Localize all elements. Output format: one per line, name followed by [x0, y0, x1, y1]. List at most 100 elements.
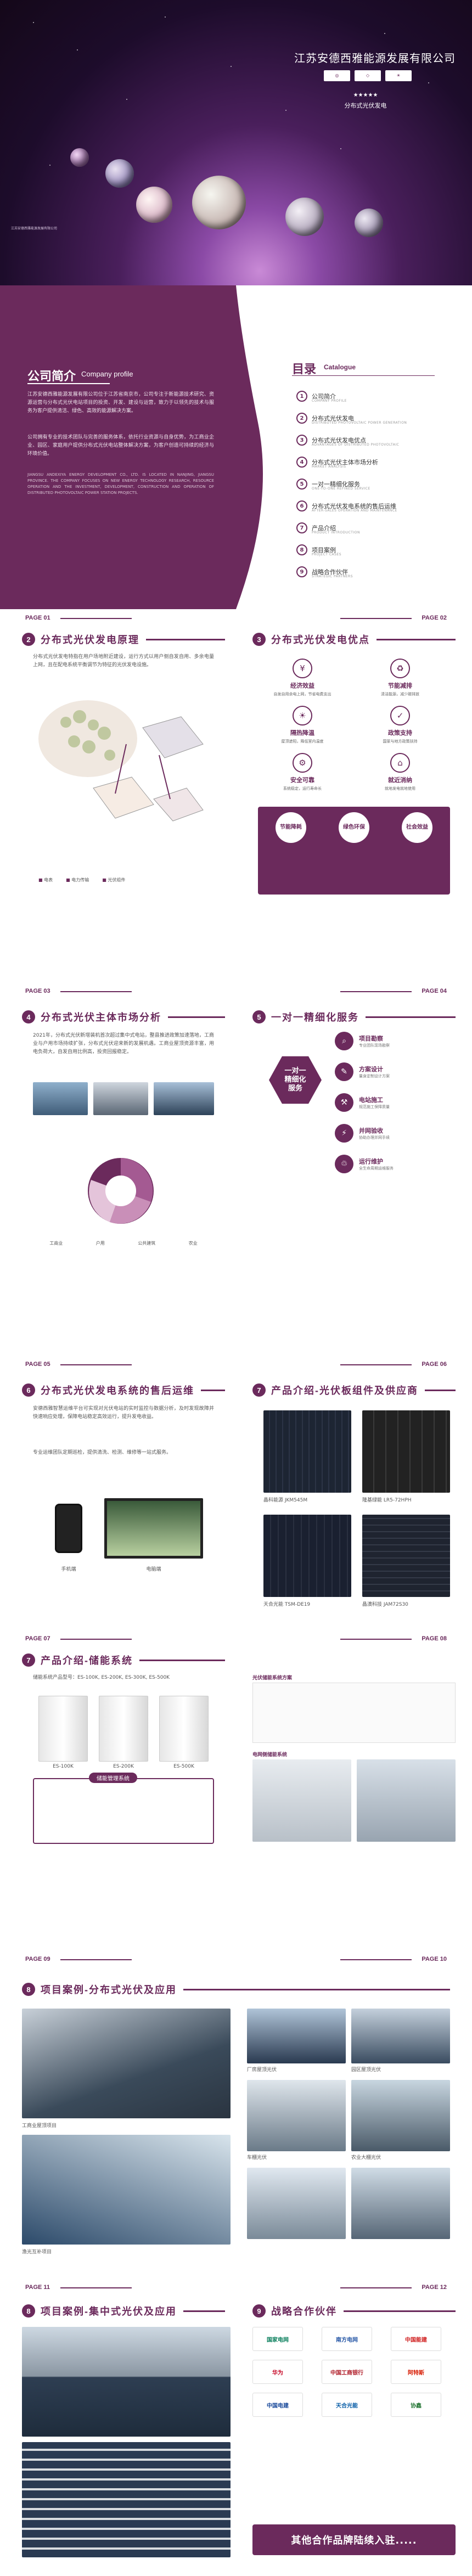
advantage-icon: ⌂ [390, 753, 410, 773]
partner-logo: 华为 [252, 2360, 303, 2384]
advantage-icon: ♻ [390, 659, 410, 678]
planet-medium [136, 187, 172, 223]
rating-stars: ★★★★★ [353, 92, 378, 98]
page-bar-2: PAGE 03 PAGE 04 [0, 987, 472, 997]
toc-label: 一对一精细化服务 [312, 481, 360, 488]
storage-diagram-title-2: 电网侧储能系统 [252, 1752, 288, 1758]
storage-text: 储能系统产品型号：ES-100K, ES-200K, ES-300K, ES-5… [33, 1675, 170, 1680]
page-number-right: PAGE 06 [422, 1361, 447, 1368]
service-title: 方案设计 [359, 1066, 383, 1073]
logo-1: ◎ [324, 70, 350, 81]
storage-label-3: ES-500K [173, 1764, 194, 1769]
toc-label: 项目案例 [312, 547, 336, 554]
service-title: 项目勘察 [359, 1035, 383, 1042]
service-title: 电站施工 [359, 1096, 383, 1104]
advantage-desc: 屋顶遮阳，降低室内温度 [281, 739, 324, 744]
toc-sub: ADVANTAGES OF DISTRIBUTED PHOTOVOLTAIC [312, 443, 400, 447]
toc-number: 5 [296, 479, 307, 490]
advantage-title: 政策支持 [388, 729, 412, 736]
storage-photo-1 [252, 1759, 351, 1842]
after-sales-text-2: 专业运维团队定期巡检，提供清洗、检测、维修等一站式服务。 [33, 1450, 172, 1455]
legend-transmission: ■ 电力传输 [66, 878, 89, 882]
case-photo-4 [351, 2009, 450, 2063]
case-caption-4: 园区屋顶光伏 [351, 2067, 381, 2073]
service-item: ⌕项目勘察专业团队现场勘察 [335, 1032, 390, 1050]
toc-sub: STRATEGIC PARTNERS [312, 575, 353, 578]
service-item: ⚒电站施工规范施工保障质量 [335, 1093, 390, 1112]
toc-number: 1 [296, 391, 307, 402]
toc-sub: MARKET ANALYSIS [312, 465, 346, 469]
case-caption-2: 渔光互补项目 [22, 2249, 52, 2255]
legend-meter: ■ 电表 [38, 878, 53, 882]
page-number-left: PAGE 05 [25, 1361, 50, 1368]
toc-sub: AFTER-SALES OPERATION AND MAINTENANCE [312, 509, 397, 513]
after-sales-text: 安德西雅智慧运维平台可实现对光伏电站的实时监控与数据分析，及时发现故障并快速响应… [33, 1406, 214, 1420]
market-photo-3 [154, 1082, 214, 1115]
adv-bottom-3: 社会效益 [395, 812, 439, 843]
advantages-grid: ¥经济效益自发自用余电上网，节省电费支出♻节能减排清洁能源，减少碳排放☀隔热降温… [258, 659, 450, 801]
cover-small-name: 江苏安德西雅能源发展有限公司 [11, 227, 58, 230]
case-caption-6: 农业大棚光伏 [351, 2155, 381, 2161]
principle-text: 分布式光伏发电特指在用户场地附近建设，运行方式以用户侧自发自用、多余电量上网，且… [33, 654, 214, 668]
storage-panel-title: 储能管理系统 [89, 1773, 137, 1783]
advantage-desc: 国家与地方政策扶持 [383, 739, 418, 744]
logo-2: ◇ [355, 70, 381, 81]
legend-pv: ■ 光伏组件 [102, 878, 126, 882]
partner-logo: 中国能建 [391, 2327, 441, 2351]
adv-bottom-1: 节能降耗 [269, 812, 313, 843]
partner-logo: 中国工商银行 [322, 2360, 372, 2384]
phone-caption: 手机端 [61, 1567, 76, 1572]
toc-label: 产品介绍 [312, 525, 336, 532]
toc-wave [236, 285, 472, 609]
company-name: 江苏安德西雅能源发展有限公司 [294, 53, 456, 65]
toc-label: 战略合作伙伴 [312, 569, 348, 576]
toc-number: 9 [296, 566, 307, 577]
pv-panel-2 [362, 1410, 450, 1493]
advantage-title: 就近消纳 [388, 777, 412, 784]
toc-label: 分布式光伏发电优点 [312, 437, 366, 444]
storage-label-1: ES-100K [53, 1764, 74, 1769]
partner-logo: 国家电网 [252, 2327, 303, 2351]
market-text: 2021年，分布式光伏新增装机首次超过集中式电站，整县推进政策加速落地，工商业与… [33, 1033, 214, 1055]
toc-label: 分布式光伏主体市场分析 [312, 459, 378, 466]
pv-panel-4 [362, 1515, 450, 1597]
about-title: 公司简介 [27, 369, 76, 383]
storage-photo-2 [357, 1759, 456, 1842]
advantage-card: ✓ 政策支持国家与地方政策扶持 [356, 706, 445, 751]
storage-panel: 储能管理系统 [33, 1773, 214, 1844]
pv-caption-2: 隆基绿能 LR5-72HPH [362, 1498, 412, 1503]
page-bar-4: PAGE 07 PAGE 08 [0, 1634, 472, 1644]
case-caption-3: 厂房屋顶光伏 [247, 2067, 277, 2073]
toc-number: 7 [296, 522, 307, 533]
advantage-card: ¥经济效益自发自用余电上网，节省电费支出 [258, 659, 347, 704]
partner-logo: 天合光能 [322, 2393, 372, 2417]
service-desc: 量身定制设计方案 [359, 1074, 390, 1078]
page-bar-5: PAGE 09 PAGE 10 [0, 1955, 472, 1965]
service-icon: ⌕ [335, 1032, 353, 1050]
service-icon: ⚡ [335, 1124, 353, 1143]
page-number-right: PAGE 12 [422, 2284, 447, 2291]
about-paragraph-1: 江苏安德西雅能源发展有限公司位于江苏省南京市，公司专注于新能源技术研究、资源运营… [27, 392, 214, 414]
case-caption-5: 车棚光伏 [247, 2155, 267, 2161]
advantage-title: 经济效益 [290, 682, 314, 689]
case-photo-2 [22, 2135, 231, 2245]
case-caption-1: 工商业屋顶项目 [22, 2123, 57, 2129]
planet-medium-2 [285, 198, 324, 236]
partner-logo: 阿特斯 [391, 2360, 441, 2384]
phone-mockup [55, 1504, 82, 1553]
toc-title-en: Catalogue [324, 363, 356, 371]
case-photo-6 [351, 2080, 450, 2151]
page-number-right: PAGE 08 [422, 1635, 447, 1642]
advantage-icon: ✓ [390, 706, 410, 725]
